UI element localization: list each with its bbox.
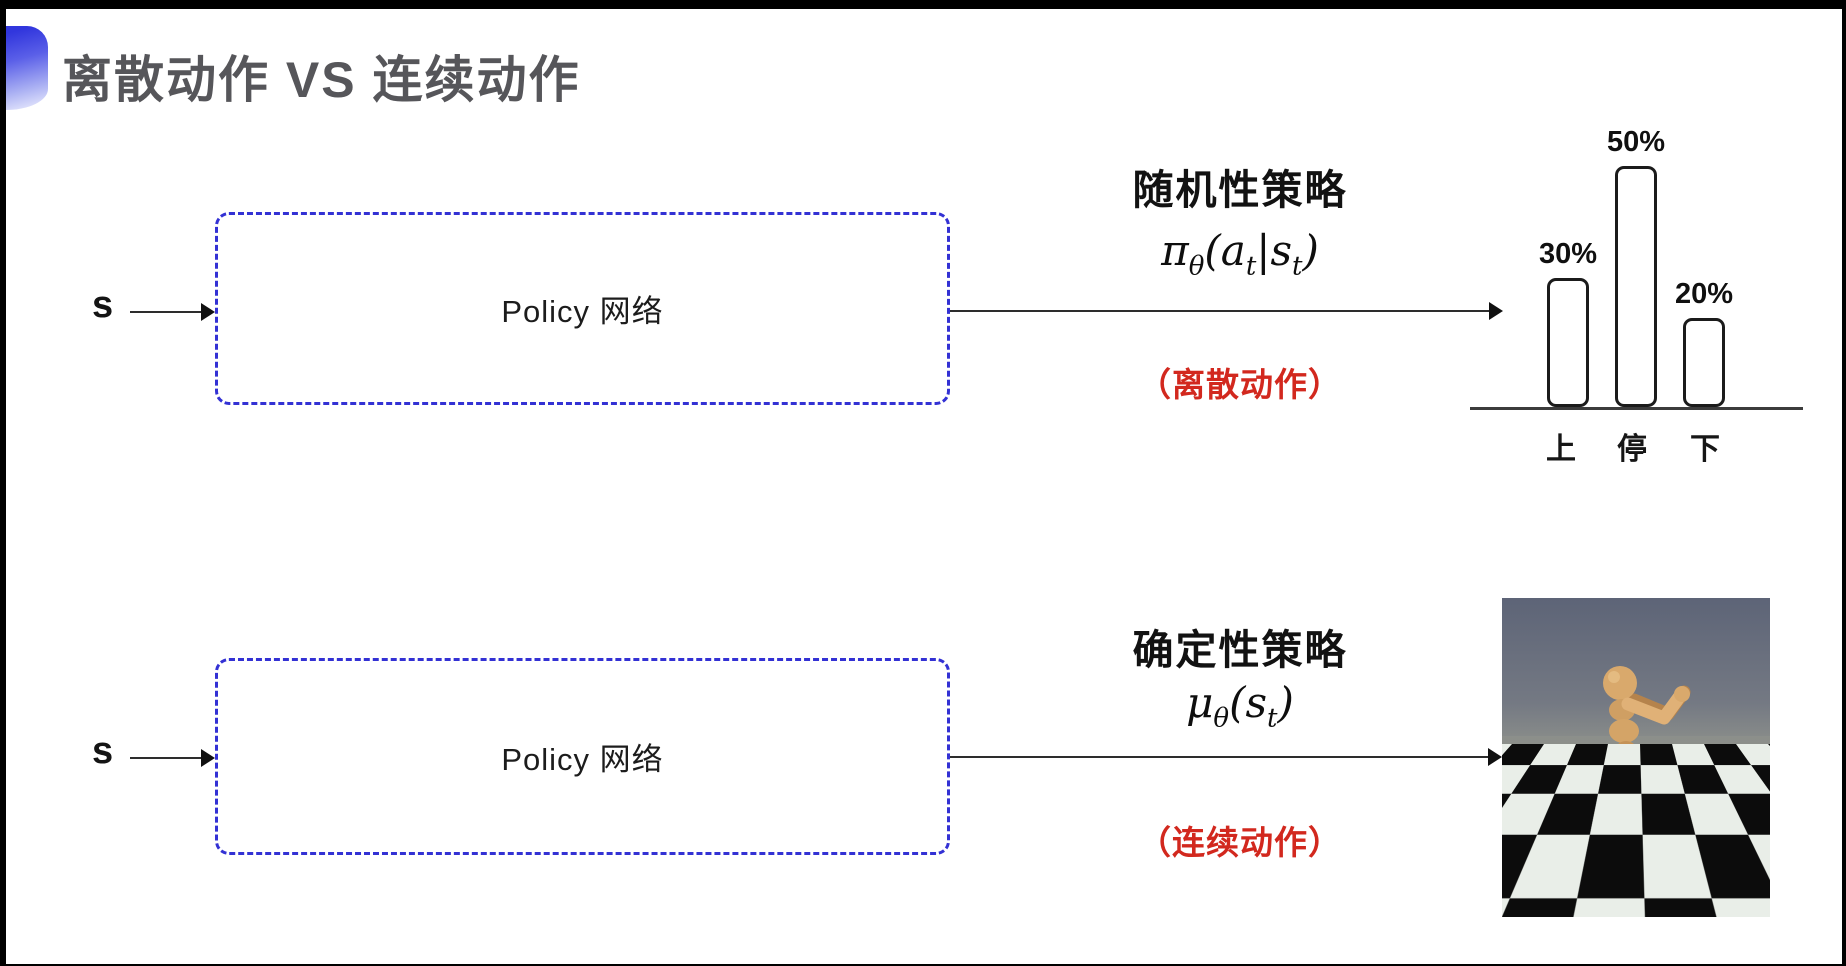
formula-theta-sub: θ (1188, 251, 1205, 282)
humanoid-robot-image (1502, 598, 1770, 917)
bar-value-label-stop: 50% (1606, 126, 1666, 158)
continuous-action-label: （连续动作） (1138, 824, 1342, 861)
deterministic-policy-formula: μθ(st) (1070, 678, 1410, 733)
policy-network-label-top: Policy 网络 (501, 294, 664, 329)
chart-baseline (1470, 407, 1803, 410)
policy-network-label-bottom: Policy 网络 (501, 742, 664, 777)
bar-value-label-up: 30% (1538, 238, 1598, 270)
discrete-action-label: （离散动作） (1138, 366, 1342, 403)
action-probability-chart: 30% 50% 20% 上 停 下 (1470, 108, 1805, 466)
formula-close: ) (1302, 226, 1319, 275)
chart-bar-down (1683, 318, 1725, 407)
slide-title: 离散动作 VS 连续动作 (62, 52, 581, 108)
sky-background (1502, 598, 1770, 748)
policy-network-box-top: Policy 网络 (215, 212, 950, 405)
state-label-bottom: s (92, 730, 114, 772)
formula-close2: ) (1277, 678, 1294, 727)
chart-bar-group-stop: 50% (1594, 126, 1678, 407)
formula-open-s: (s (1229, 678, 1268, 727)
formula-mu: μ (1186, 678, 1214, 727)
formula-t-sub1: t (1245, 251, 1257, 282)
humanoid-figure (1554, 666, 1691, 905)
chart-bar-stop (1615, 166, 1657, 407)
formula-bar-s: |s (1256, 226, 1293, 275)
formula-open-a: (a (1204, 226, 1246, 275)
deterministic-policy-title: 确定性策略 (1132, 627, 1348, 673)
axis-label-stop: 停 (1617, 433, 1647, 466)
chart-bar-group-up: 30% (1526, 238, 1610, 407)
stochastic-policy-formula: πθ(at|st) (1070, 226, 1410, 281)
formula-theta-sub2: θ (1213, 703, 1230, 734)
state-input-arrow-top (130, 303, 215, 321)
bar-value-label-down: 20% (1674, 278, 1734, 310)
policy-output-arrow-bottom (950, 748, 1502, 766)
axis-label-down: 下 (1690, 433, 1720, 466)
state-label-top: s (92, 284, 114, 326)
formula-t-sub3: t (1267, 703, 1278, 734)
title-bullet-decoration (6, 26, 48, 110)
chart-bar-up (1547, 278, 1589, 407)
formula-t-sub2: t (1292, 251, 1303, 282)
horizon-haze (1502, 736, 1770, 752)
policy-network-box-bottom: Policy 网络 (215, 658, 950, 855)
policy-output-arrow-top (950, 302, 1503, 320)
stochastic-policy-title: 随机性策略 (1132, 167, 1348, 213)
state-input-arrow-bottom (130, 749, 215, 767)
chart-bar-group-down: 20% (1662, 278, 1746, 407)
axis-label-up: 上 (1546, 433, 1576, 466)
formula-pi: π (1161, 226, 1189, 275)
